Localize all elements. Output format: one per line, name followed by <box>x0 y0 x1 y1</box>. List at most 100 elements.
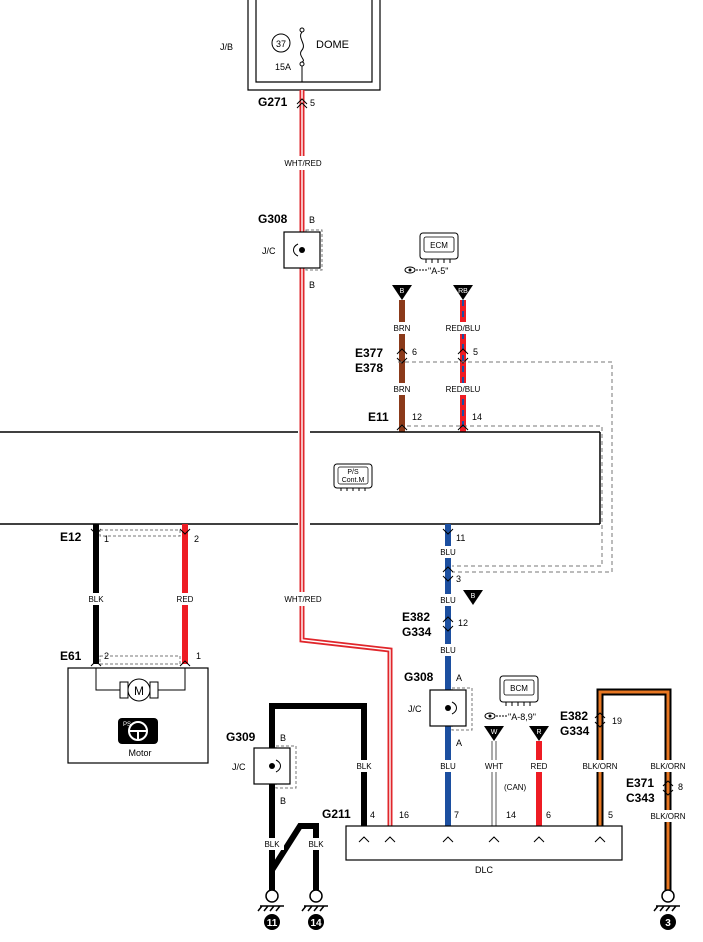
flag-ecm-b: B <box>392 285 412 300</box>
fuse-number: 37 <box>276 39 286 49</box>
wire-label-blk-orn-3: BLK/ORN <box>650 812 685 821</box>
pin-g271-5: 5 <box>310 98 315 108</box>
pin-g309-b-top: B <box>280 733 286 743</box>
connector-g309: G309 <box>226 730 256 744</box>
ecm-module: ECM <box>419 232 459 263</box>
fuse-icon <box>299 27 305 82</box>
wire-label-red-dlc: RED <box>531 762 548 771</box>
wire-label-red-e12: RED <box>177 595 194 604</box>
jc-label-3: J/C <box>232 762 246 772</box>
pin-e11-14: 14 <box>472 412 482 422</box>
pin-e371-8: 8 <box>678 782 683 792</box>
connector-g211: G211 <box>322 807 351 821</box>
pin-mid-3: 3 <box>456 574 461 584</box>
wire-wht-red <box>299 90 393 826</box>
connector-c343: C343 <box>626 791 655 805</box>
wire-label-blk-e12: BLK <box>88 595 104 604</box>
connector-g271: G271 <box>258 95 288 109</box>
pin-dlc-6: 6 <box>546 810 551 820</box>
pin-e382b-19: 19 <box>612 716 622 726</box>
wire-label-wht-red-top: WHT/RED <box>284 159 322 168</box>
connector-g308: G308 <box>258 212 288 226</box>
wire-label-wht: WHT <box>485 762 503 771</box>
pin-e377-5: 5 <box>473 347 478 357</box>
svg-text:R: R <box>536 729 541 736</box>
wire-label-blk-g309-2: BLK <box>308 840 324 849</box>
svg-text:M: M <box>134 684 144 698</box>
svg-text:B: B <box>471 593 476 600</box>
wire-label-blu-3: BLU <box>440 646 456 655</box>
pin-e382-12: 12 <box>458 618 468 628</box>
bcm-reference: "A-8,9" <box>508 712 536 722</box>
flag-bcm-w: W <box>484 726 504 741</box>
ground-icon-11: 11 <box>257 889 284 930</box>
pin-dlc-16: 16 <box>399 810 409 820</box>
connector-e12: E12 <box>60 530 82 544</box>
wire-label-blu-1: BLU <box>440 548 456 557</box>
dlc-label: DLC <box>475 865 494 875</box>
connector-g308-b: G308 <box>404 670 434 684</box>
wire-blk-orn <box>596 688 672 890</box>
wire-label-can: (CAN) <box>504 783 527 792</box>
motor-assembly: M PS Motor <box>67 667 209 764</box>
pin-g308b-a-bottom: A <box>456 738 462 748</box>
pin-dlc-14: 14 <box>506 810 516 820</box>
connector-e378: E378 <box>355 361 383 375</box>
ground-icon-3: 3 <box>653 889 680 930</box>
junction-block: J/B 37 15A DOME <box>220 0 381 91</box>
wire-label-blk-orn-1: BLK/ORN <box>582 762 617 771</box>
fuse-name: DOME <box>316 39 349 51</box>
flag-ecm-rb: RB <box>453 285 473 300</box>
pin-e11-12: 12 <box>412 412 422 422</box>
flag-mid-b: B <box>463 590 483 605</box>
fuse-rating: 15A <box>275 62 291 72</box>
pin-e61-1: 1 <box>196 651 201 661</box>
eye-reference-icon-bcm <box>484 712 508 720</box>
connector-e61: E61 <box>60 649 82 663</box>
svg-text:B: B <box>400 288 405 295</box>
pin-dlc-7: 7 <box>454 810 459 820</box>
svg-text:PS: PS <box>123 722 131 728</box>
connector-e11: E11 <box>368 410 389 424</box>
ecm-reference: "A-5" <box>428 266 448 276</box>
pin-e12-2: 2 <box>194 534 199 544</box>
wire-label-blk-orn-2: BLK/ORN <box>650 762 685 771</box>
ground-label-11: 11 <box>267 918 278 929</box>
bcm-label: BCM <box>510 684 528 693</box>
ground-label-14: 14 <box>310 918 322 929</box>
ecm-label: ECM <box>430 241 448 250</box>
pin-g308b-a-top: A <box>456 673 462 683</box>
wire-label-blu-2: BLU <box>440 596 456 605</box>
pin-g309-b-bottom: B <box>280 796 286 806</box>
dlc-connector: DLC <box>345 825 623 875</box>
motor-label: Motor <box>128 748 151 758</box>
connector-e382-b: E382 <box>560 709 588 723</box>
steering-wheel-icon: PS <box>118 718 158 744</box>
pscm-label-1: P/S <box>347 469 359 476</box>
connector-g334-b: G334 <box>560 724 590 738</box>
pin-dlc-5: 5 <box>608 810 613 820</box>
ground-label-3: 3 <box>665 918 671 929</box>
pin-g308-b-bottom: B <box>309 280 315 290</box>
motor-icon: M <box>119 678 159 702</box>
ground-icon-14: 14 <box>301 889 328 930</box>
flag-bcm-r: R <box>529 726 549 741</box>
wire-label-blu-4: BLU <box>440 762 456 771</box>
jc-label-1: J/C <box>262 246 276 256</box>
wire-label-red-blu-top: RED/BLU <box>446 324 481 333</box>
pin-e12-1: 1 <box>104 534 109 544</box>
wire-label-brn-top: BRN <box>394 324 411 333</box>
wire-label-blk-g309-1: BLK <box>264 840 280 849</box>
connector-e382: E382 <box>402 610 430 624</box>
eye-reference-icon <box>404 266 428 274</box>
connector-g334: G334 <box>402 625 432 639</box>
jb-label: J/B <box>220 42 233 52</box>
bcm-module: BCM <box>499 675 539 706</box>
pin-pscm-11: 11 <box>456 533 465 543</box>
connector-e371: E371 <box>626 776 654 790</box>
connector-e377: E377 <box>355 346 383 360</box>
svg-text:RB: RB <box>458 288 468 295</box>
pin-dlc-4: 4 <box>370 810 375 820</box>
ps-control-module: P/S Cont.M <box>0 431 601 525</box>
